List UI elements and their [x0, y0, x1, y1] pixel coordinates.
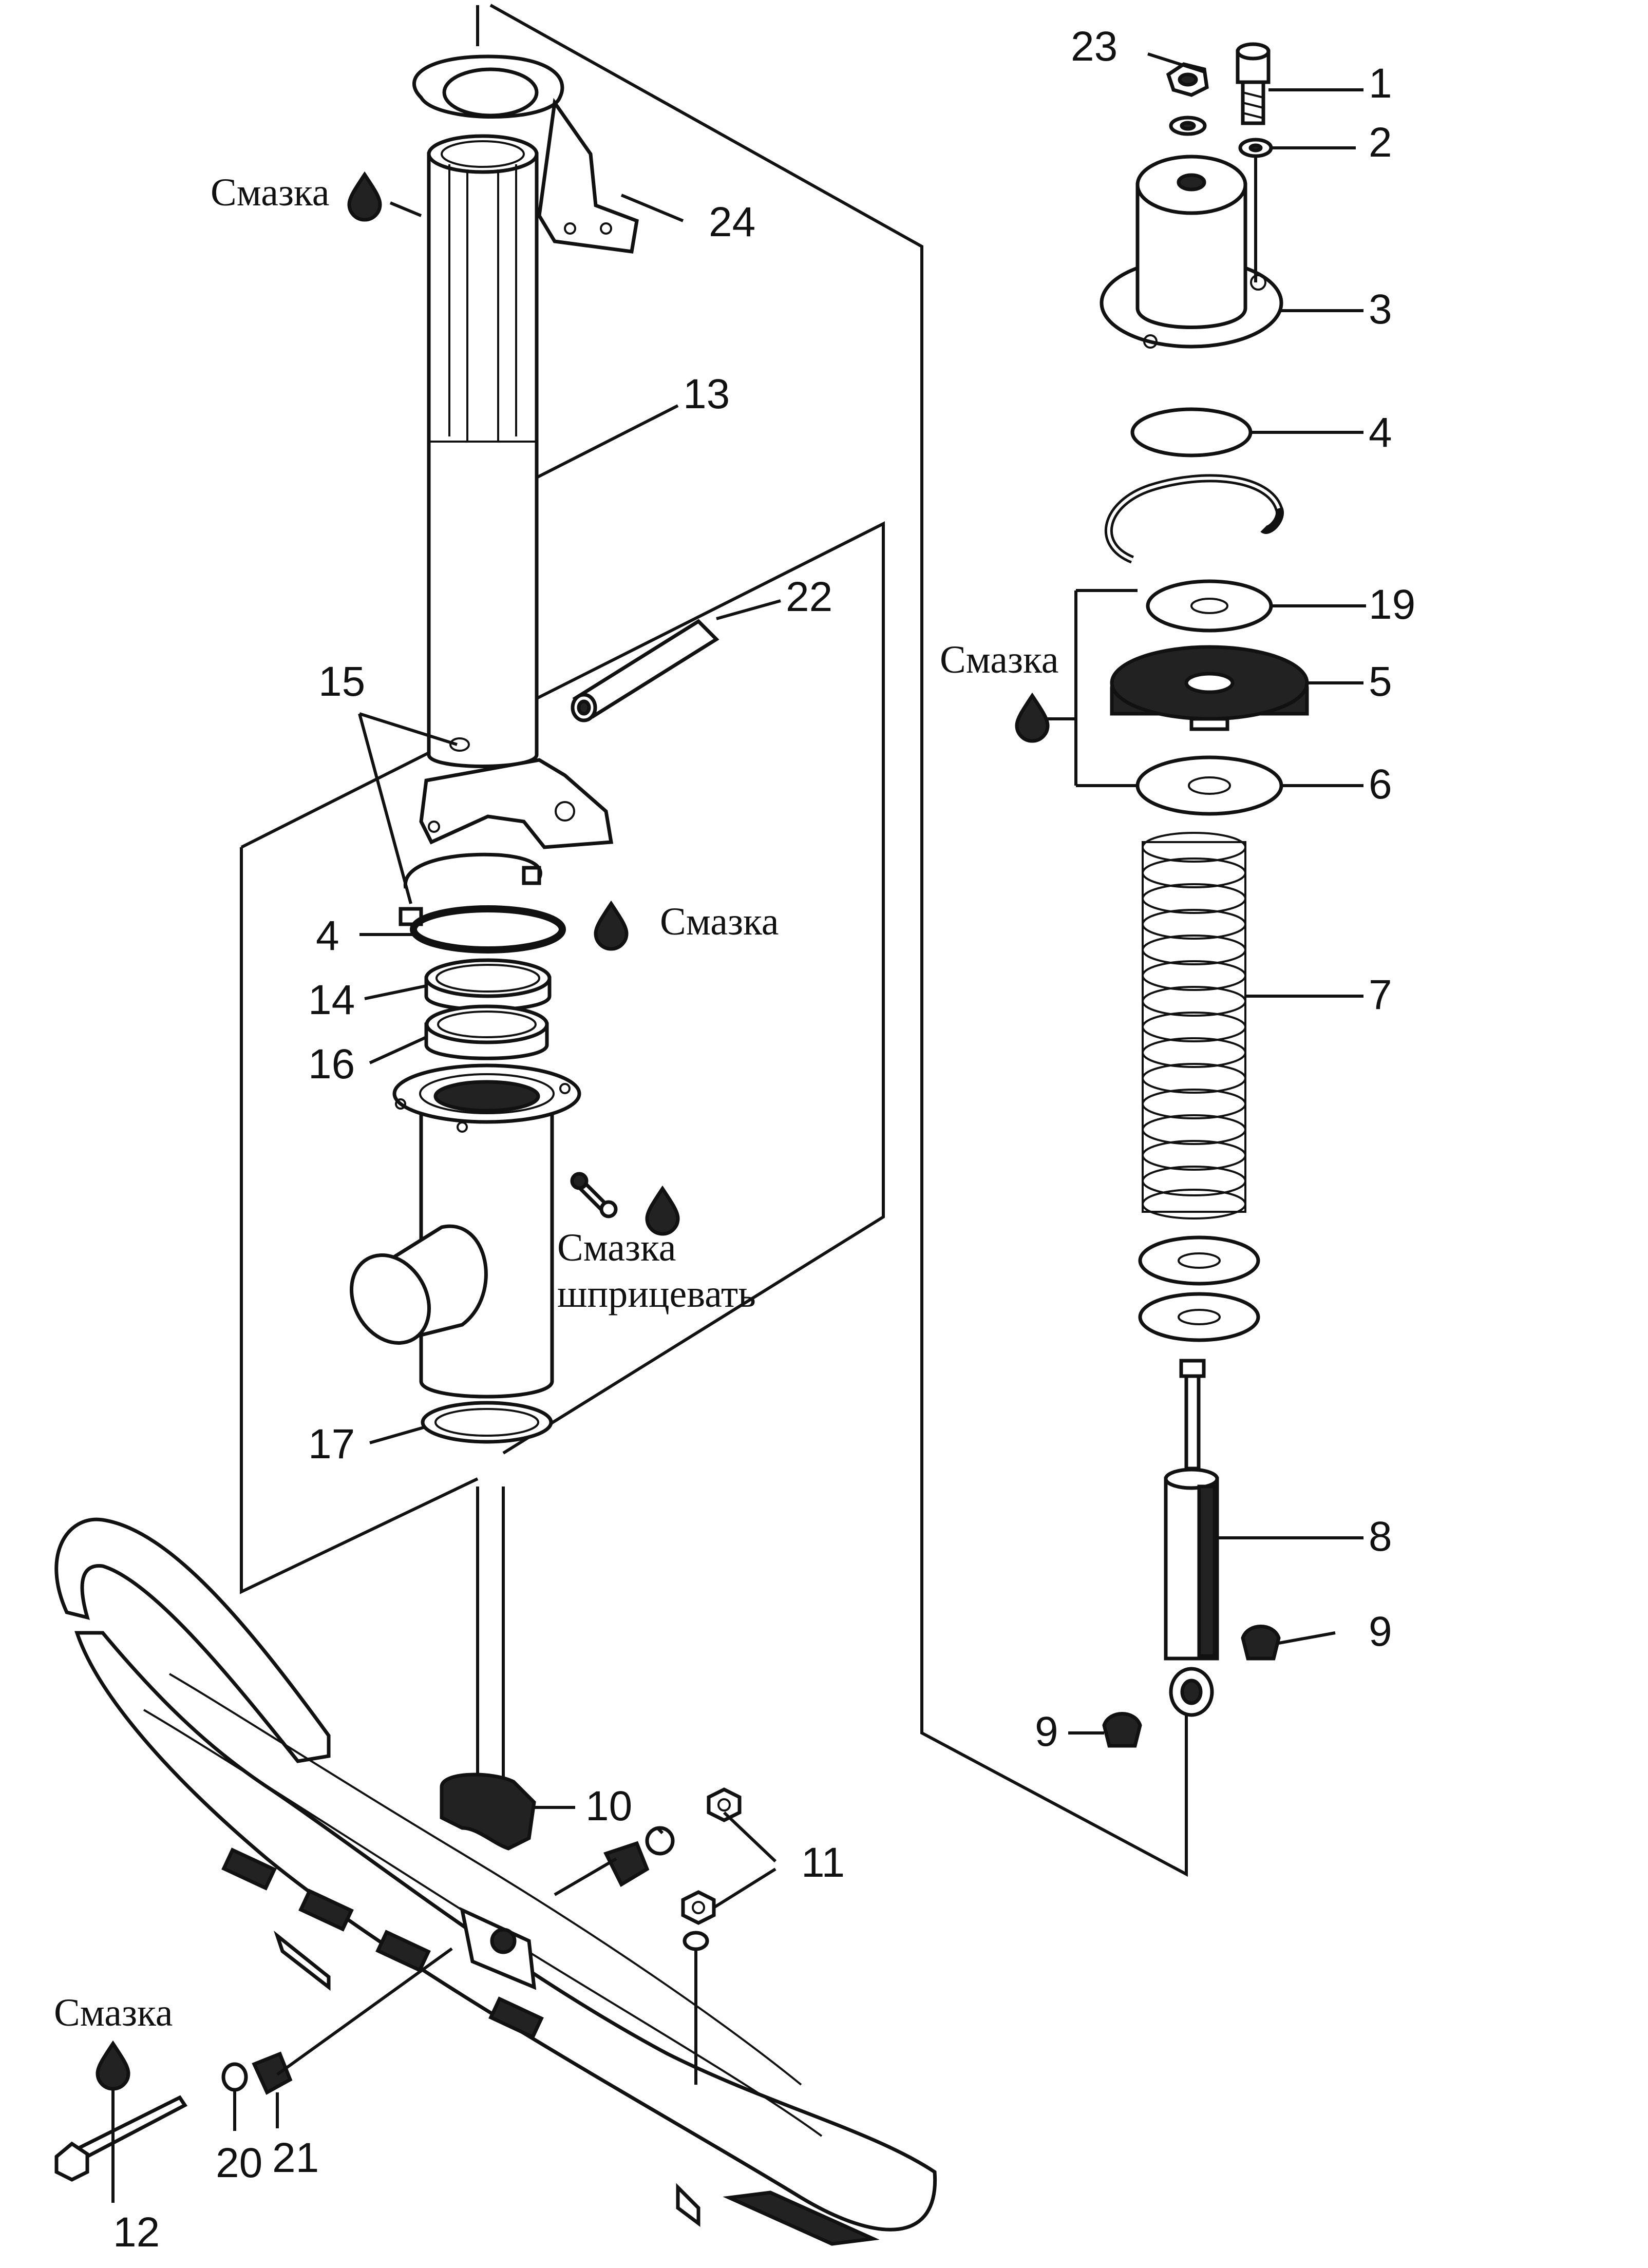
label-10: 10	[585, 1783, 632, 1829]
lube-note-bolt: Смазка	[54, 1991, 173, 2034]
oil-drop-icon-spring-stack	[1015, 692, 1050, 743]
label-20: 20	[216, 2140, 262, 2186]
part-20-21-washer-nut	[221, 2051, 293, 2095]
label-6: 6	[1369, 761, 1392, 808]
label-9-left: 9	[1035, 1708, 1058, 1755]
part-17-seal-ring	[421, 1401, 553, 1444]
oil-drop-icon-bolt	[96, 2040, 130, 2091]
label-21: 21	[272, 2134, 319, 2181]
assembly-frame-lines	[240, 4, 1188, 1877]
part-2-washer	[1238, 138, 1273, 158]
part-13-splined-column	[419, 134, 614, 849]
label-4-left: 4	[316, 912, 339, 959]
label-11: 11	[801, 1839, 845, 1886]
part-9-bushings	[1102, 1625, 1281, 1748]
part-24-wrench-plate	[412, 54, 639, 254]
part-16-bushing	[424, 1004, 549, 1060]
label-12: 12	[113, 2209, 160, 2256]
lube-note-top: Смазка	[211, 171, 330, 214]
part-15-circlip	[399, 852, 542, 926]
label-5: 5	[1369, 658, 1392, 705]
ski-assembly	[54, 1517, 937, 2246]
part-18-snap-ring	[1104, 474, 1284, 564]
label-23: 23	[1071, 23, 1117, 70]
part-23-nut	[1166, 62, 1209, 136]
label-19: 19	[1369, 581, 1415, 628]
label-7: 7	[1369, 971, 1392, 1018]
part-3-top-mount	[1100, 155, 1283, 349]
oil-drop-icon-grease-gun	[645, 1185, 680, 1236]
part-10-bumper	[440, 1773, 536, 1851]
label-4-right: 4	[1369, 409, 1392, 456]
label-2: 2	[1369, 119, 1392, 166]
oil-drop-icon-top	[347, 171, 382, 222]
part-12-bolt	[54, 2095, 188, 2182]
label-15: 15	[318, 658, 365, 705]
steering-housing	[350, 1063, 581, 1399]
part-1-bolt	[1236, 42, 1271, 125]
label-24: 24	[709, 199, 755, 245]
label-1: 1	[1369, 60, 1392, 107]
lube-note-grease-gun-1: Смазка	[557, 1226, 676, 1269]
label-8: 8	[1369, 1513, 1392, 1560]
label-14: 14	[308, 977, 355, 1023]
label-13: 13	[683, 371, 730, 417]
part-4-oring-right	[1130, 407, 1253, 458]
part-14-bushing	[424, 958, 552, 1012]
lube-note-grease-gun-2: шприцевать	[557, 1272, 756, 1316]
part-5-spring-seat	[1110, 645, 1309, 731]
part-11-nuts	[603, 1787, 742, 1951]
lube-note-ring: Смазка	[660, 900, 779, 943]
label-17: 17	[308, 1421, 355, 1467]
part-7-coil-spring	[1142, 832, 1246, 1219]
part-22-pin	[571, 619, 719, 722]
leader-lines	[111, 52, 1366, 2203]
label-16: 16	[308, 1041, 355, 1088]
label-9-right: 9	[1369, 1608, 1392, 1655]
lube-note-spring-stack: Смазка	[940, 638, 1059, 681]
part-19-washer	[1146, 579, 1273, 633]
part-8-shock-absorber	[1164, 1359, 1219, 1717]
lubricant-notes: Смазка Смазка Смазка Смазка шприцевать С…	[54, 171, 1059, 2034]
spring-washers-lower	[1138, 1235, 1260, 1342]
grease-fitting-icon	[570, 1172, 618, 1218]
label-3: 3	[1369, 286, 1392, 333]
oil-drop-icon-ring	[594, 900, 629, 951]
label-22: 22	[786, 574, 832, 620]
part-number-labels: 1 2 3 4 19 5 6 7 8 9 9 23 24 13 22 15 4 …	[113, 23, 1415, 2256]
part-4-oring-left	[410, 905, 566, 954]
part-6-washer	[1135, 755, 1283, 816]
